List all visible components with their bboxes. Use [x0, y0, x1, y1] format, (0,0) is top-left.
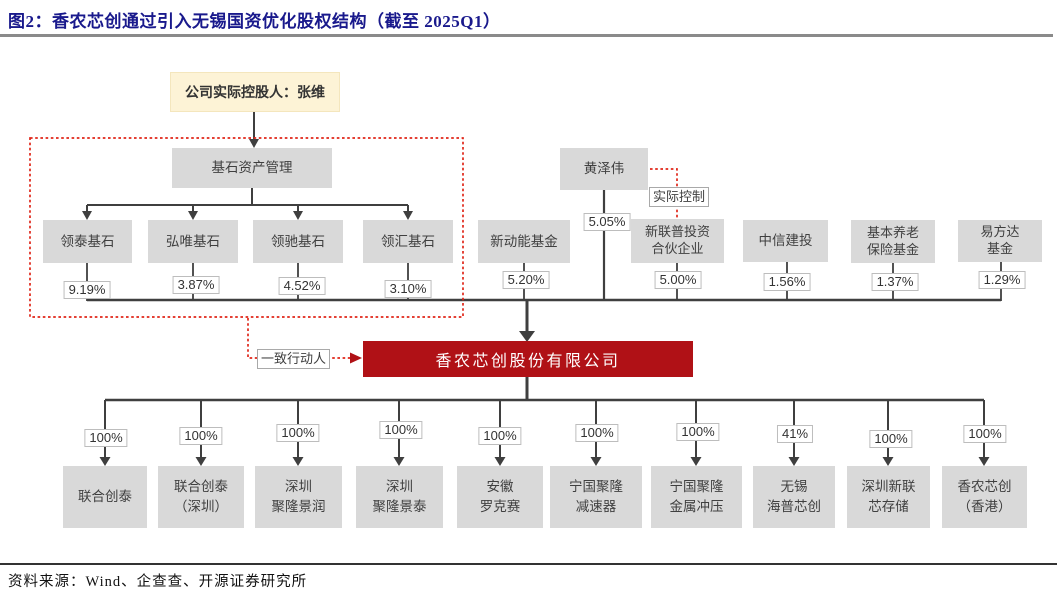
figure-title: 图2：香农芯创通过引入无锡国资优化股权结构（截至 2025Q1）	[8, 12, 501, 31]
shareholder-node: 新动能基金	[478, 220, 570, 263]
subsidiary-node: 无锡 海普芯创	[753, 466, 835, 528]
subsidiary-node: 深圳 聚隆景泰	[356, 466, 443, 528]
stake-label: 100%	[276, 424, 320, 442]
acting-in-concert-label: 一致行动人	[257, 349, 331, 369]
cornerstone-fund-node: 领汇基石	[363, 220, 453, 263]
node-huang-zewei: 黄泽伟	[560, 148, 648, 190]
shareholder-node: 新联普投资 合伙企业	[631, 219, 724, 263]
subsidiary-node: 安徽 罗克赛	[457, 466, 543, 528]
subsidiary-node: 联合创泰	[63, 466, 147, 528]
stake-label: 1.37%	[871, 273, 919, 291]
stake-label: 9.19%	[63, 281, 111, 299]
node-actual-controller: 公司实际控股人：张维	[170, 72, 340, 112]
stake-label: 100%	[575, 424, 619, 442]
stake-label: 100%	[379, 421, 423, 439]
shareholder-node: 中信建投	[743, 220, 828, 262]
stake-label: 100%	[676, 423, 720, 441]
stake-label: 100%	[963, 425, 1007, 443]
stake-label: 100%	[84, 429, 128, 447]
stake-label: 1.29%	[978, 271, 1026, 289]
stake-label: 1.56%	[763, 273, 811, 291]
node-asset-manager: 基石资产管理	[172, 148, 332, 188]
cornerstone-fund-node: 弘唯基石	[148, 220, 238, 263]
stake-label: 100%	[869, 430, 913, 448]
shareholder-node: 易方达 基金	[958, 220, 1042, 262]
footer-divider	[0, 563, 1057, 565]
stake-label: 4.52%	[278, 277, 326, 295]
cornerstone-fund-node: 领驰基石	[253, 220, 343, 263]
company-node: 香农芯创股份有限公司	[363, 341, 693, 377]
stake-label: 3.10%	[384, 280, 432, 298]
subsidiary-node: 深圳 聚隆景润	[255, 466, 342, 528]
shareholder-node: 基本养老 保险基金	[851, 220, 935, 263]
title-divider	[0, 34, 1053, 37]
stake-label: 100%	[179, 427, 223, 445]
subsidiary-node: 宁国聚隆 金属冲压	[651, 466, 742, 528]
subsidiary-node: 香农芯创 （香港）	[942, 466, 1027, 528]
stake-label: 100%	[478, 427, 522, 445]
cornerstone-fund-node: 领泰基石	[43, 220, 132, 263]
subsidiary-node: 宁国聚隆 减速器	[550, 466, 642, 528]
actual-control-label: 实际控制	[649, 187, 710, 207]
stake-label: 5.00%	[654, 271, 702, 289]
stake-label: 3.87%	[172, 276, 220, 294]
stake-label: 5.05%	[583, 213, 631, 231]
source-note: 资料来源：Wind、企查查、开源证券研究所	[8, 574, 308, 590]
subsidiary-node: 深圳新联 芯存储	[847, 466, 930, 528]
stake-label: 5.20%	[502, 271, 550, 289]
subsidiary-node: 联合创泰 （深圳）	[158, 466, 244, 528]
stake-label: 41%	[776, 425, 814, 443]
